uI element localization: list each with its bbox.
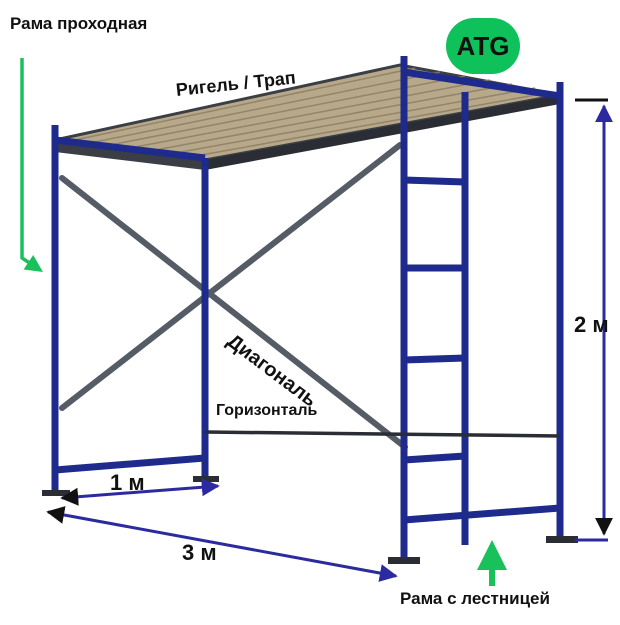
label-horizontal: Горизонталь	[216, 402, 318, 419]
label-frame-walkthrough: Рама проходная	[10, 14, 148, 33]
ladder-frame	[400, 56, 564, 560]
deck-platform	[54, 63, 561, 170]
atg-logo-badge: ATG	[446, 18, 520, 74]
atg-logo-text: ATG	[456, 30, 510, 61]
diagonal-braces	[59, 142, 408, 450]
label-height: 2 м	[574, 312, 609, 337]
walkthrough-frame	[51, 125, 209, 492]
pointer-arrow-walkthrough	[20, 58, 43, 272]
label-length: 3 м	[182, 540, 217, 565]
length-dimension-arrow	[46, 506, 398, 582]
width-dimension-arrow	[60, 478, 220, 506]
label-frame-ladder: Рама с лестницей	[400, 589, 550, 608]
horizontal-brace	[204, 430, 561, 438]
label-width: 1 м	[110, 470, 145, 495]
height-dimension-arrow	[575, 98, 613, 542]
